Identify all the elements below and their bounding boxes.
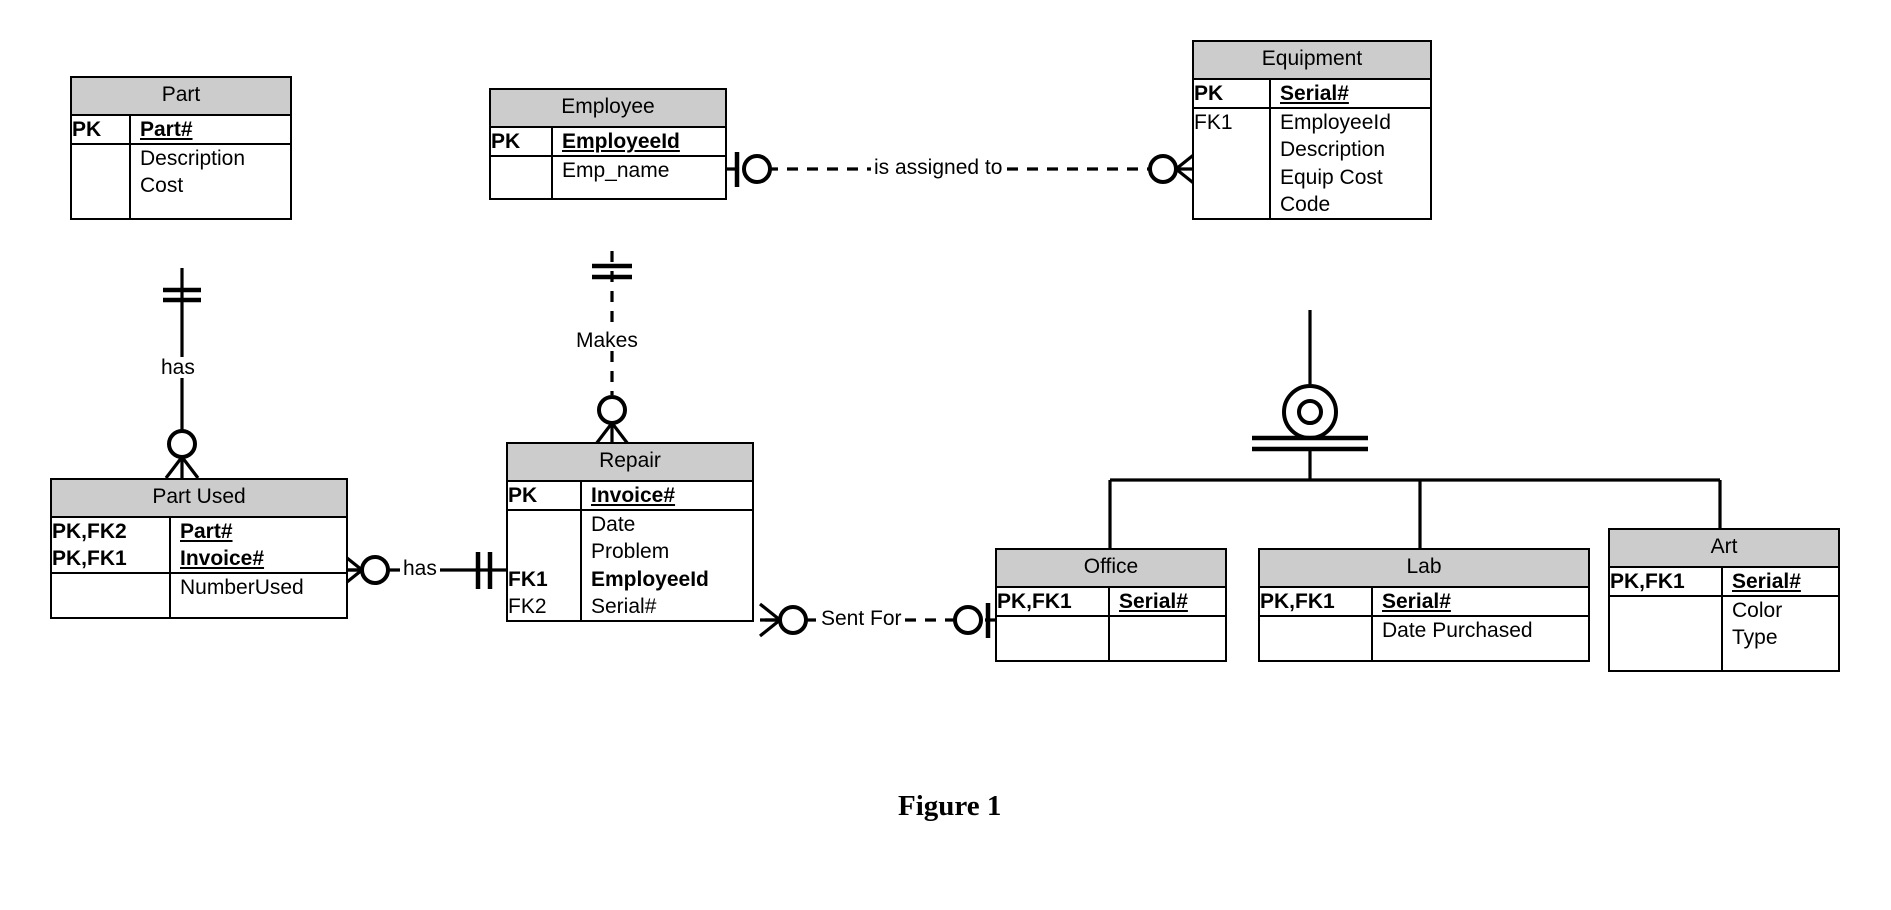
key-cell bbox=[72, 145, 129, 172]
key-cell: PK bbox=[508, 483, 538, 507]
entity-employee-title: Employee bbox=[491, 90, 725, 128]
attribute-cell: Code bbox=[1280, 193, 1331, 217]
table-row: PK,FK1 Serial# bbox=[997, 587, 1225, 617]
attribute-cell bbox=[1110, 617, 1225, 644]
entity-lab[interactable]: Lab PK,FK1 Serial# Date Purchased bbox=[1258, 548, 1590, 663]
table-row: NumberUsed bbox=[52, 572, 346, 618]
key-cell: PK,FK1 bbox=[52, 547, 127, 571]
attribute-cell: Description bbox=[140, 147, 246, 171]
entity-art[interactable]: Art PK,FK1 Serial# Color Type bbox=[1608, 528, 1840, 673]
table-row: PK,FK1 Serial# bbox=[1610, 567, 1838, 597]
entity-art-title: Art bbox=[1610, 530, 1838, 568]
attribute-cell: EmployeeId bbox=[562, 129, 680, 153]
relationship-label-has-repair: has bbox=[400, 558, 440, 579]
key-cell bbox=[52, 574, 169, 601]
connector-has-part bbox=[163, 268, 201, 479]
attribute-cell: Date bbox=[591, 513, 636, 537]
attribute-cell: Serial# bbox=[1382, 589, 1451, 613]
entity-repair-title: Repair bbox=[508, 444, 752, 482]
table-row: FK1 FK2 Date Problem EmployeeId Serial# bbox=[508, 509, 752, 621]
key-cell: PK,FK1 bbox=[1610, 569, 1685, 593]
key-cell: PK bbox=[491, 129, 521, 153]
figure-caption: Figure 1 bbox=[898, 790, 1002, 822]
key-cell bbox=[1610, 597, 1721, 624]
table-row: PK Invoice# bbox=[508, 481, 752, 511]
table-row: PK Serial# bbox=[1194, 79, 1430, 109]
entity-repair[interactable]: Repair PK Invoice# FK1 FK2 Date bbox=[506, 442, 754, 623]
relationship-label-sent-for: Sent For bbox=[818, 608, 905, 629]
attribute-cell: Type bbox=[1732, 626, 1778, 650]
table-row: Color Type bbox=[1610, 595, 1838, 671]
attribute-cell: Cost bbox=[140, 174, 184, 198]
attribute-cell: Problem bbox=[591, 540, 670, 564]
entity-part-used[interactable]: Part Used PK,FK2 PK,FK1 Part# Invoice# N… bbox=[50, 478, 348, 620]
table-row: Date Purchased bbox=[1260, 615, 1588, 661]
connector-is-assigned-to bbox=[727, 151, 1197, 187]
attribute-cell: Date Purchased bbox=[1382, 619, 1533, 643]
connector-sent-for bbox=[759, 602, 995, 638]
attribute-cell: Description bbox=[1280, 138, 1386, 162]
key-cell bbox=[491, 157, 551, 184]
key-cell bbox=[508, 538, 580, 565]
key-cell: PK,FK1 bbox=[1260, 589, 1335, 613]
entity-part-title: Part bbox=[72, 78, 290, 116]
attribute-cell: Color bbox=[1732, 599, 1783, 623]
key-cell: PK bbox=[1194, 81, 1224, 105]
relationship-label-makes: Makes bbox=[573, 330, 641, 351]
attribute-cell: Part# bbox=[140, 117, 193, 141]
entity-part[interactable]: Part PK Part# Description Cost bbox=[70, 76, 292, 221]
attribute-cell: NumberUsed bbox=[180, 576, 304, 600]
key-cell: PK,FK2 bbox=[52, 519, 127, 543]
attribute-cell: Serial# bbox=[1280, 81, 1349, 105]
attribute-cell: Serial# bbox=[1732, 569, 1801, 593]
entity-office[interactable]: Office PK,FK1 Serial# bbox=[995, 548, 1227, 663]
entity-employee[interactable]: Employee PK EmployeeId Emp_name bbox=[489, 88, 727, 201]
key-cell: PK,FK1 bbox=[997, 589, 1072, 613]
table-row: PK,FK2 PK,FK1 Part# Invoice# bbox=[52, 517, 346, 574]
key-cell: FK1 bbox=[508, 567, 548, 591]
connector-specialization bbox=[1108, 310, 1722, 548]
table-row: Emp_name bbox=[491, 155, 725, 199]
attribute-cell: Invoice# bbox=[180, 547, 265, 571]
relationship-label-is-assigned-to: is assigned to bbox=[871, 157, 1006, 178]
entity-part-used-title: Part Used bbox=[52, 480, 346, 518]
table-row: FK1 EmployeeId Description Equip Cost Co… bbox=[1194, 107, 1430, 219]
key-cell bbox=[1260, 617, 1371, 644]
attribute-cell: EmployeeId bbox=[591, 567, 709, 591]
key-cell: PK bbox=[72, 117, 102, 141]
table-row: PK,FK1 Serial# bbox=[1260, 587, 1588, 617]
key-cell bbox=[997, 617, 1108, 644]
table-row: Description Cost bbox=[72, 143, 290, 219]
entity-equipment[interactable]: Equipment PK Serial# FK1 EmployeeId Desc… bbox=[1192, 40, 1432, 221]
attribute-cell: Invoice# bbox=[591, 483, 676, 507]
attribute-cell: EmployeeId bbox=[1280, 111, 1391, 135]
table-row bbox=[997, 615, 1225, 661]
connector-makes bbox=[592, 251, 632, 445]
attribute-cell: Part# bbox=[180, 519, 233, 543]
attribute-cell: Serial# bbox=[1119, 589, 1188, 613]
entity-lab-title: Lab bbox=[1260, 550, 1588, 588]
table-row: PK Part# bbox=[72, 115, 290, 145]
key-cell: FK1 bbox=[1194, 111, 1233, 135]
relationship-label-has-part: has bbox=[158, 357, 198, 378]
key-cell: FK2 bbox=[508, 595, 547, 619]
entity-equipment-title: Equipment bbox=[1194, 42, 1430, 80]
attribute-cell: Serial# bbox=[591, 595, 657, 619]
attribute-cell: Emp_name bbox=[562, 159, 670, 183]
attribute-cell: Equip Cost bbox=[1280, 165, 1383, 189]
table-row: PK EmployeeId bbox=[491, 127, 725, 157]
key-cell bbox=[508, 511, 580, 538]
entity-office-title: Office bbox=[997, 550, 1225, 588]
